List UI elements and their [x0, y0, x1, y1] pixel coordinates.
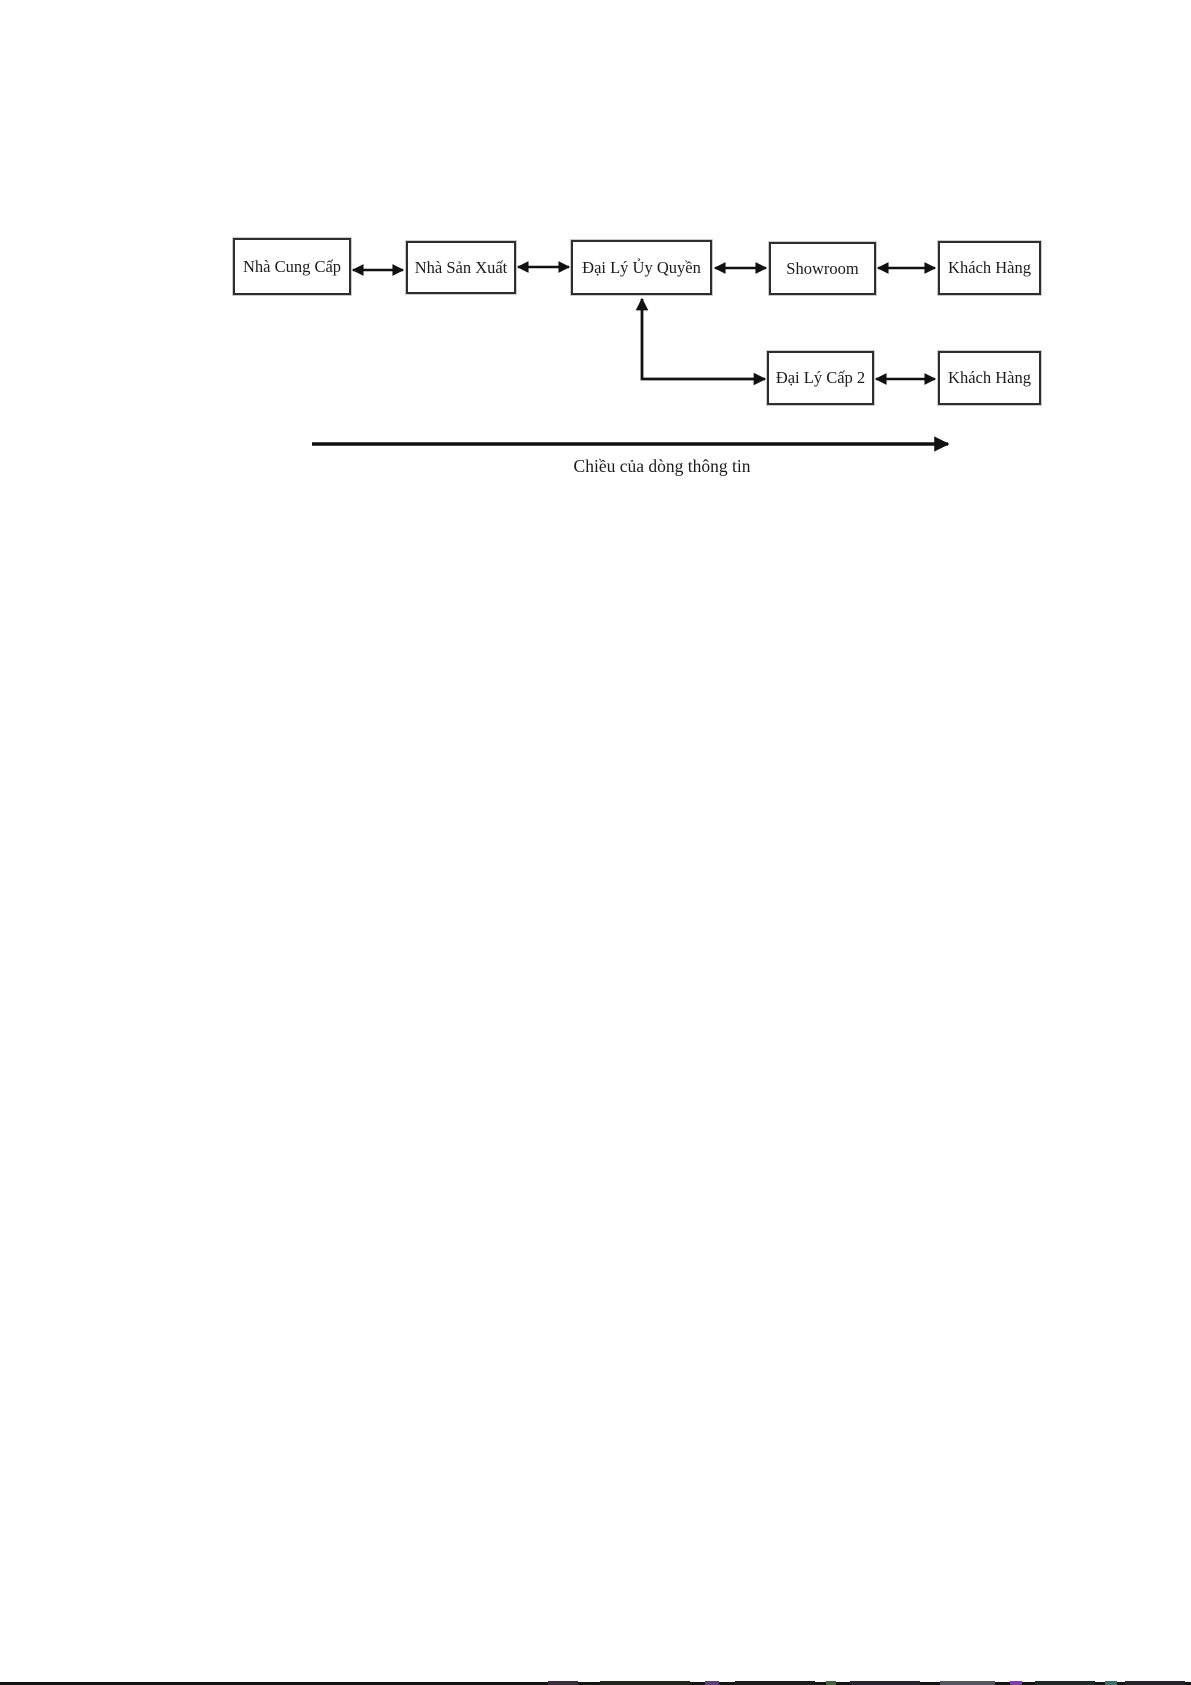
scan-noise [1010, 1681, 1022, 1685]
scan-noise [1105, 1681, 1117, 1685]
node-customer-2: Khách Hàng [938, 351, 1041, 405]
node-manufacturer: Nhà Sản Xuất [406, 241, 516, 294]
node-authorized-dealer: Đại Lý Ủy Quyền [571, 240, 712, 295]
node-level2-dealer: Đại Lý Cấp 2 [767, 351, 874, 405]
scan-noise [1035, 1681, 1095, 1685]
arrow-dealer-dealer2 [635, 297, 767, 386]
scan-noise [850, 1681, 920, 1685]
scan-noise [735, 1681, 815, 1685]
node-supplier: Nhà Cung Cấp [233, 238, 351, 295]
scan-noise [705, 1681, 719, 1685]
supply-chain-diagram: Nhà Cung Cấp Nhà Sản Xuất Đại Lý Ủy Quyề… [0, 0, 1191, 520]
scan-noise [826, 1681, 836, 1685]
diagram-caption: Chiều của dòng thông tin [573, 456, 751, 476]
node-showroom: Showroom [769, 242, 876, 295]
scan-noise [548, 1681, 578, 1685]
scan-noise [600, 1681, 690, 1685]
node-customer-1: Khách Hàng [938, 241, 1041, 295]
scan-noise [940, 1681, 995, 1685]
scan-noise [1125, 1681, 1185, 1685]
scan-artifact-strip [0, 1682, 1191, 1685]
